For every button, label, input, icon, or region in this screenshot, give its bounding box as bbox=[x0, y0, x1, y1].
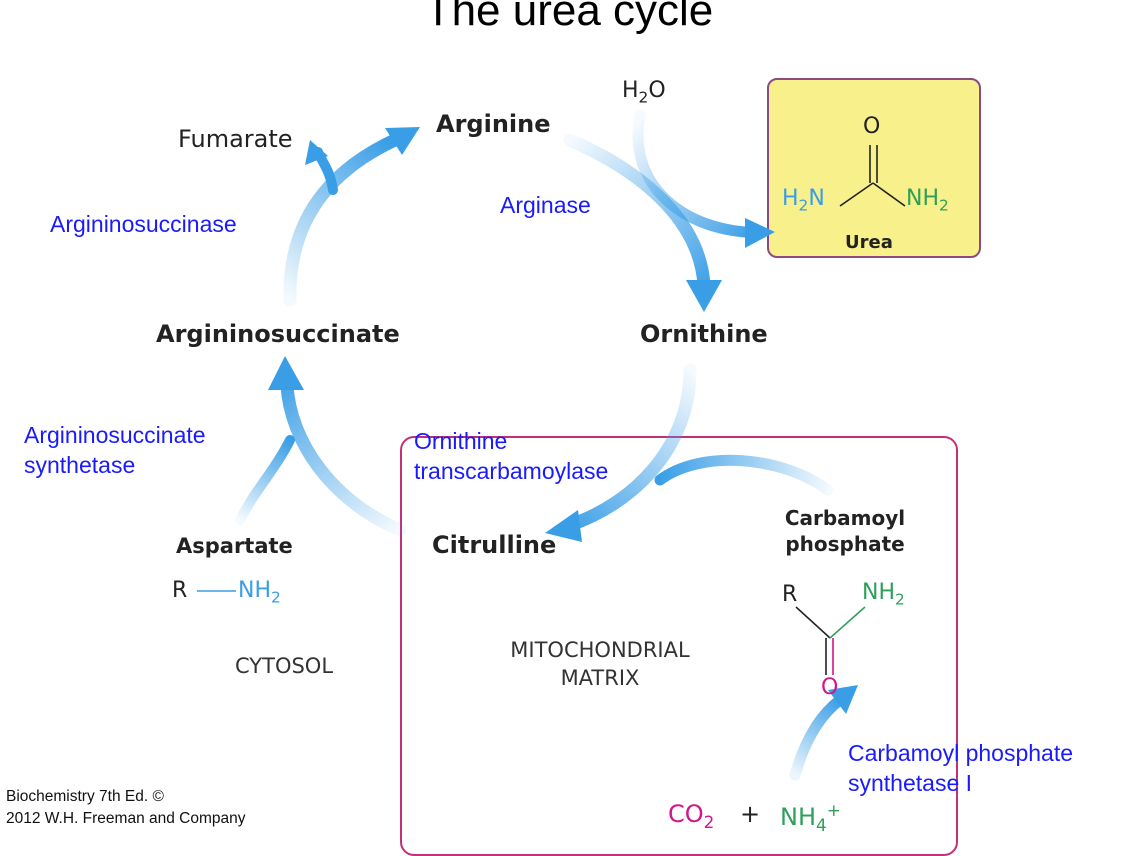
metabolite-argininosuccinate: Argininosuccinate bbox=[156, 320, 400, 348]
arrow-ornithine-transcarbamoylase bbox=[563, 363, 697, 532]
carbamoyl-phosphate-oxygen: O bbox=[821, 675, 839, 700]
urea-label: Urea bbox=[845, 232, 893, 253]
carbamoyl-phosphate-line1: Carbamoyl bbox=[784, 506, 906, 530]
carbamoyl-phosphate-synthetase-line2: synthetase I bbox=[848, 770, 973, 796]
arrow-carbamoyl-phosphate-feed bbox=[654, 454, 834, 496]
enzyme-ornithine-transcarbamoylase: Ornithine transcarbamoylase bbox=[414, 426, 608, 486]
ornithine-transcarbamoylase-line1: Ornithine bbox=[414, 428, 508, 454]
plus-sign: + bbox=[740, 800, 761, 828]
compartment-mitochondrial-matrix: MITOCHONDRIAL MATRIX bbox=[480, 636, 720, 692]
credit-line2: 2012 W.H. Freeman and Company bbox=[6, 810, 246, 827]
co2-label: CO2 bbox=[668, 800, 715, 832]
arrow-argininosuccinate-synthetase bbox=[280, 378, 407, 537]
enzyme-arginase: Arginase bbox=[500, 192, 591, 218]
urea-box bbox=[767, 78, 981, 258]
aspartate-r: R bbox=[172, 578, 188, 603]
metabolite-carbamoyl-phosphate: Carbamoyl phosphate bbox=[775, 505, 915, 557]
argininosuccinate-synthetase-line2: synthetase bbox=[24, 452, 136, 478]
arrow-urea-branch bbox=[632, 109, 751, 238]
urea-oxygen: O bbox=[863, 114, 881, 139]
urea-structure-bonds bbox=[839, 145, 906, 207]
carbamoyl-phosphate-bonds bbox=[795, 606, 866, 675]
arrow-argininosuccinase bbox=[283, 133, 402, 307]
water-label: H2O bbox=[622, 78, 666, 107]
argininosuccinate-synthetase-line1: Argininosuccinate bbox=[24, 422, 206, 448]
carbamoyl-phosphate-synthetase-line1: Carbamoyl phosphate bbox=[848, 740, 1074, 766]
matrix-line1: MITOCHONDRIAL bbox=[510, 638, 690, 662]
metabolite-fumarate: Fumarate bbox=[178, 125, 293, 153]
arrow-aspartate-feed bbox=[235, 435, 295, 525]
aspartate-nh2: NH2 bbox=[238, 578, 281, 607]
carbamoyl-phosphate-r: R bbox=[782, 582, 798, 607]
ornithine-transcarbamoylase-line2: transcarbamoylase bbox=[414, 458, 609, 484]
source-credit: Biochemistry 7th Ed. © 2012 W.H. Freeman… bbox=[6, 786, 246, 830]
arrow-carbamoyl-phosphate-synthetase bbox=[789, 694, 846, 781]
enzyme-argininosuccinate-synthetase: Argininosuccinate synthetase bbox=[24, 420, 206, 480]
urea-nh2: NH2 bbox=[906, 186, 949, 215]
enzyme-argininosuccinase: Argininosuccinase bbox=[50, 211, 237, 237]
metabolite-arginine: Arginine bbox=[436, 110, 551, 138]
compartment-cytosol: CYTOSOL bbox=[235, 654, 334, 678]
carbamoyl-phosphate-nh2: NH2 bbox=[862, 580, 905, 609]
matrix-line2: MATRIX bbox=[560, 666, 640, 690]
carbamoyl-phosphate-line2: phosphate bbox=[785, 532, 905, 556]
credit-line1: Biochemistry 7th Ed. © bbox=[6, 788, 164, 805]
urea-h2n: H2N bbox=[782, 186, 825, 215]
diagram-title: The urea cycle bbox=[424, 0, 714, 35]
enzyme-carbamoyl-phosphate-synthetase: Carbamoyl phosphate synthetase I bbox=[848, 738, 1073, 798]
nh4-label: NH4+ bbox=[780, 800, 841, 835]
metabolite-aspartate: Aspartate bbox=[176, 534, 293, 558]
cycle-arrows bbox=[197, 109, 906, 781]
metabolite-ornithine: Ornithine bbox=[640, 320, 768, 348]
metabolite-citrulline: Citrulline bbox=[432, 531, 557, 559]
